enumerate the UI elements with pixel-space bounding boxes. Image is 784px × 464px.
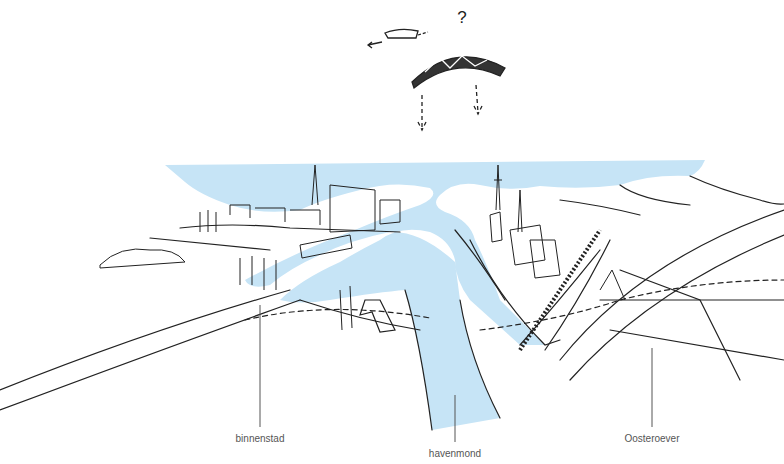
place-name: binnenstad — [236, 433, 285, 445]
place-name: havenmond — [429, 448, 481, 460]
place-name: Oosteroever — [624, 433, 679, 445]
question-mark: ? — [457, 8, 466, 28]
land-lines — [0, 176, 784, 430]
dike — [520, 230, 600, 350]
buildings — [100, 165, 625, 330]
water — [165, 160, 705, 430]
bridge-and-ferry — [368, 29, 505, 130]
leader-lines — [260, 305, 652, 442]
